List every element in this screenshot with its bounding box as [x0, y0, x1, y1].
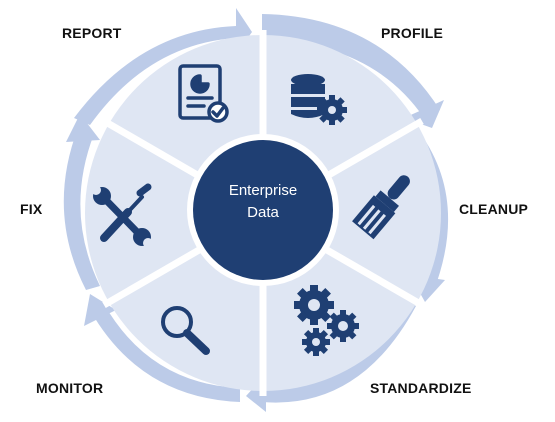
paint-brush-icon — [352, 175, 410, 240]
label-standardize: STANDARDIZE — [370, 380, 472, 396]
label-profile: PROFILE — [381, 25, 444, 41]
arrow-right — [404, 133, 449, 290]
magnifier-icon — [161, 306, 210, 355]
arrow-right-top — [262, 14, 440, 118]
label-monitor: MONITOR — [36, 380, 104, 396]
arrow-bottom-left-head — [84, 294, 116, 326]
arrow-left — [63, 128, 100, 290]
center-circle — [193, 140, 333, 280]
arrow-left-head — [66, 114, 100, 142]
wrench-screwdriver-icon — [91, 183, 153, 248]
center-label-line1: Enterprise — [228, 182, 298, 199]
center-label: Enterprise Data — [192, 180, 334, 224]
label-fix: FIX — [20, 201, 43, 217]
center-label-line2: Data — [247, 204, 279, 221]
arrow-top — [74, 8, 252, 125]
label-report: REPORT — [62, 25, 122, 41]
report-document-icon — [178, 64, 229, 123]
label-cleanup: CLEANUP — [459, 201, 529, 217]
